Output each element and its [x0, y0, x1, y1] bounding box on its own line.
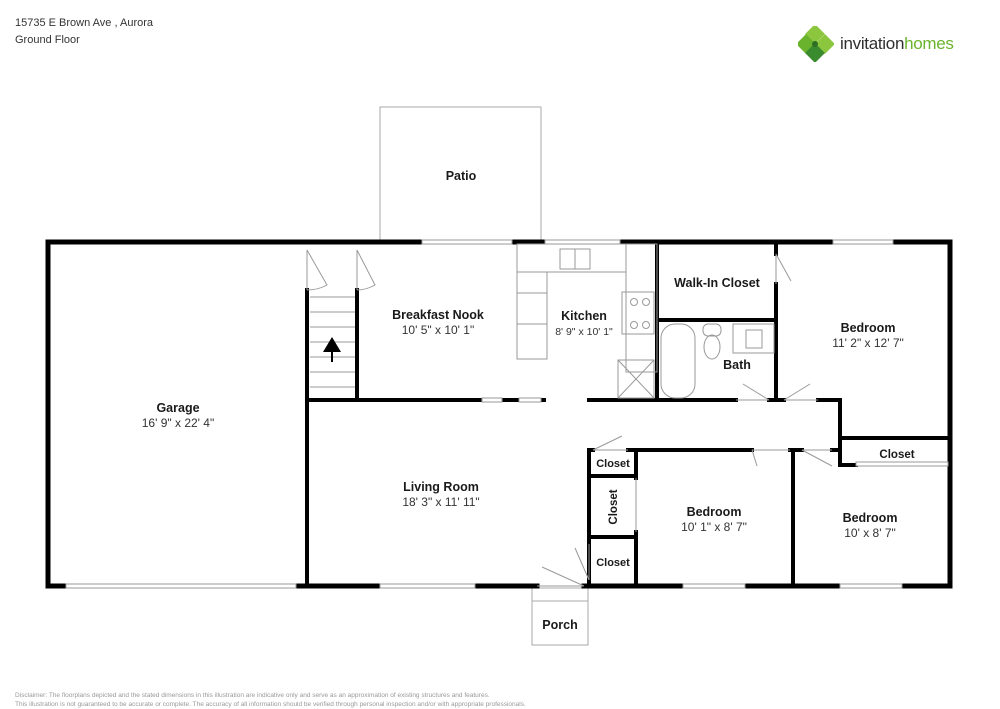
property-address: 15735 E Brown Ave , Aurora: [15, 17, 153, 29]
room-label-bedroom-3: Bedroom: [843, 511, 898, 525]
room-label-breakfast-nook: Breakfast Nook: [392, 308, 484, 322]
room-label-closet-3: Closet: [596, 557, 630, 569]
toilet-icon: [703, 334, 721, 360]
bath-fixtures: [660, 323, 775, 399]
vanity-icon: [732, 323, 775, 354]
room-dims-garage: 16' 9" x 22' 4": [142, 416, 214, 430]
disclaimer-line-2: This illustration is not guaranteed to b…: [15, 701, 526, 708]
room-label-bath: Bath: [723, 358, 751, 372]
room-label-walk-in-closet: Walk-In Closet: [674, 276, 760, 290]
room-label-closet-4: Closet: [879, 449, 914, 461]
room-label-closet-2: Closet: [608, 489, 620, 524]
fridge-icon: [617, 359, 655, 399]
room-label-closet-1: Closet: [596, 458, 630, 470]
property-header: 15735 E Brown Ave , Aurora Ground Floor: [15, 15, 153, 49]
room-label-bedroom-master: Bedroom: [841, 321, 896, 335]
room-dims-bedroom-3: 10' x 8' 7": [844, 526, 896, 540]
room-label-patio: Patio: [446, 169, 477, 183]
bathtub-icon: [660, 323, 696, 399]
room-label-kitchen: Kitchen: [561, 309, 607, 323]
clover-logo-icon: [798, 26, 834, 62]
toilet-tank-icon: [702, 323, 722, 337]
door-swings: [306, 249, 833, 587]
room-label-living-room: Living Room: [403, 480, 479, 494]
room-label-garage: Garage: [156, 401, 199, 415]
room-label-porch: Porch: [542, 618, 577, 632]
staircase: [310, 296, 355, 388]
room-dims-bedroom-master: 11' 2" x 12' 7": [832, 336, 904, 350]
stair-up-arrow-icon: [323, 337, 341, 362]
room-dims-living-room: 18' 3" x 11' 11": [402, 495, 479, 509]
room-dims-breakfast-nook: 10' 5" x 10' 1": [402, 323, 474, 337]
brand-name: invitationhomes: [840, 34, 954, 53]
room-dims-kitchen: 8' 9" x 10' 1": [555, 326, 613, 338]
stove-icon: [621, 291, 655, 335]
exterior-walls: [45, 239, 953, 589]
porch-outline: [531, 587, 589, 646]
floor-label: Ground Floor: [15, 34, 80, 46]
room-label-bedroom-2: Bedroom: [687, 505, 742, 519]
kitchen-fixtures: [516, 243, 658, 399]
brand-logo: invitationhomes: [798, 26, 954, 62]
windows: [65, 239, 949, 589]
disclaimer-line-1: Disclaimer: The floorplans depicted and …: [15, 692, 490, 699]
disclaimer: Disclaimer: The floorplans depicted and …: [15, 691, 526, 709]
room-dims-bedroom-2: 10' 1" x 8' 7": [681, 520, 747, 534]
